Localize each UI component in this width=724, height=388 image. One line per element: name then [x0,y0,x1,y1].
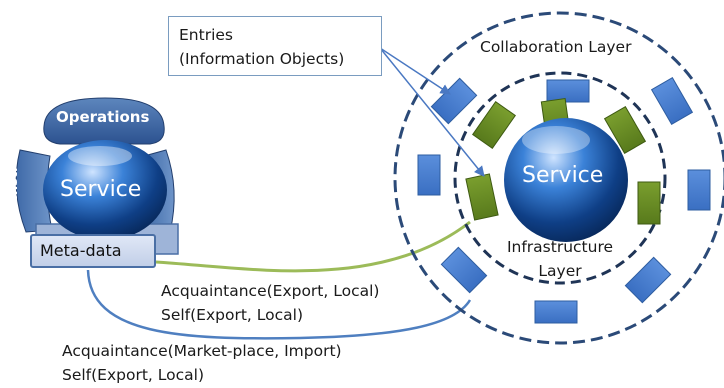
metadata-box: Meta-data [30,234,156,268]
collaboration-layer-label: Collaboration Layer [480,38,632,56]
events-label: Events [178,158,193,208]
entry-tile [687,169,711,211]
infrastructure-layer-ring [453,71,667,285]
service-sphere-right [504,118,628,242]
green-link-label-line1: Acquaintance(Export, Local) [161,282,380,300]
entry-tile [624,256,672,304]
dome-highlight [68,146,132,166]
service-label-right: Service [522,163,604,188]
operations-hood [43,97,165,145]
collaboration-layer-ring [393,11,724,345]
green-link-curve [155,220,471,273]
infrastructure-label-line2: Layer [538,262,582,280]
operations-label: Operations [56,108,150,126]
sphere-highlight [522,126,590,154]
entries-callout: Entries (Information Objects) [168,16,382,76]
entries-title: Entries [179,26,233,44]
infrastructure-label-line1: Infrastructure [506,238,614,256]
entries-subtitle: (Information Objects) [179,50,345,68]
entries-arrow [379,47,485,177]
entry-tile [637,181,661,225]
service-label-left: Service [60,177,142,202]
green-link-label-line2: Self(Export, Local) [161,306,303,324]
entry-tile [440,246,488,294]
blue-link-curve [86,269,472,340]
entries-arrow [379,47,451,95]
blue-link-label-line1: Acquaintance(Market-place, Import) [62,342,342,360]
entry-tile [650,76,694,126]
entry-tile [603,105,647,155]
entry-tile [534,300,578,324]
entry-tile [465,173,499,221]
entry-tile [546,79,590,103]
instru-label: Instru. [6,151,21,200]
entry-tile [417,154,441,196]
entry-tile [472,101,516,149]
outer-entries [417,76,711,324]
entry-tile [430,77,478,125]
blue-link-label-line2: Self(Export, Local) [62,366,204,384]
service-dome-left [43,140,167,240]
left-service-group [15,97,179,255]
